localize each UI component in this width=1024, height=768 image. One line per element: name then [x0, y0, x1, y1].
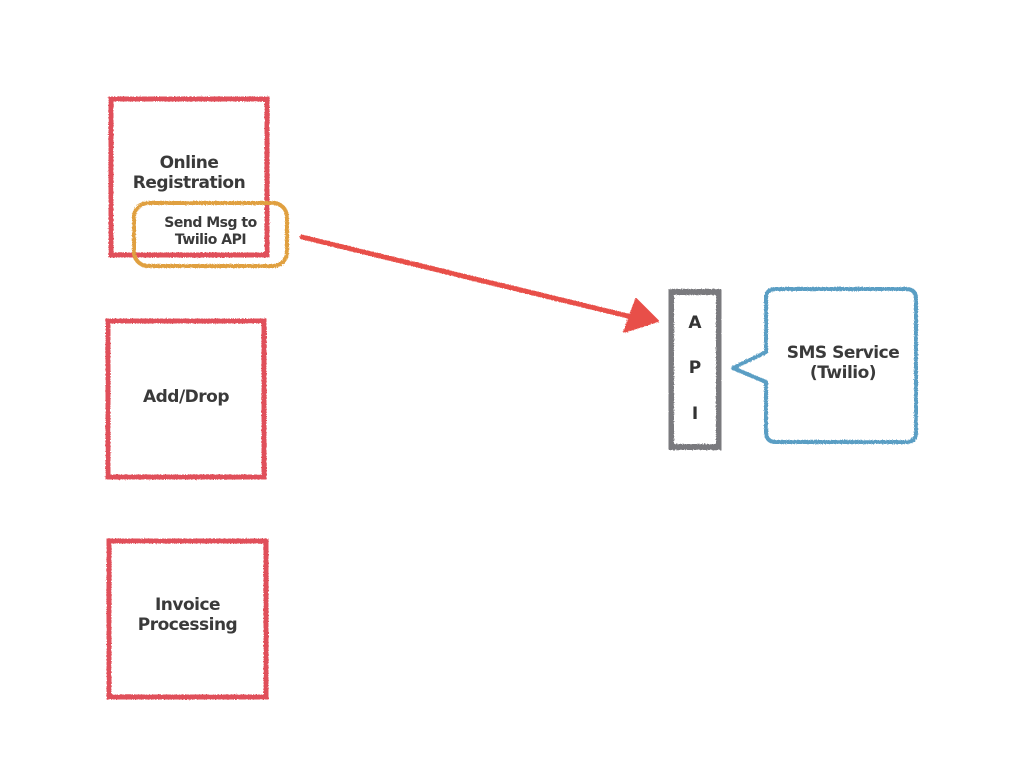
send-msg-action-box[interactable]: [132, 201, 289, 268]
sms-service-box[interactable]: [731, 287, 918, 444]
online-registration-label-line2: Registration: [132, 172, 246, 193]
sms-service-label: SMS Service (Twilio): [770, 343, 916, 383]
send-msg-label: Send Msg to Twilio API: [148, 215, 273, 249]
send-msg-label-line2: Twilio API: [174, 231, 247, 248]
add-drop-box[interactable]: [105, 318, 267, 480]
invoice-processing-label-line2: Processing: [137, 614, 238, 635]
online-registration-label: Online Registration: [111, 153, 267, 193]
api-letter-a: A: [688, 313, 702, 333]
sms-service-label-line2: (Twilio): [809, 362, 877, 383]
arrow-head: [623, 298, 659, 333]
online-registration-label-line1: Online: [159, 153, 219, 173]
online-registration-box[interactable]: [108, 96, 270, 258]
api-box[interactable]: [668, 289, 722, 450]
api-letter-i: I: [691, 404, 699, 424]
arrow-line: [299, 234, 639, 321]
invoice-processing-label-line1: Invoice: [154, 595, 221, 615]
invoice-processing-box[interactable]: [106, 538, 269, 700]
sms-service-label-line1: SMS Service: [786, 343, 900, 363]
add-drop-label: Add/Drop: [142, 387, 230, 407]
send-msg-label-line1: Send Msg to: [164, 215, 257, 231]
api-letter-p: P: [688, 358, 702, 378]
invoice-processing-label: Invoice Processing: [109, 595, 266, 635]
